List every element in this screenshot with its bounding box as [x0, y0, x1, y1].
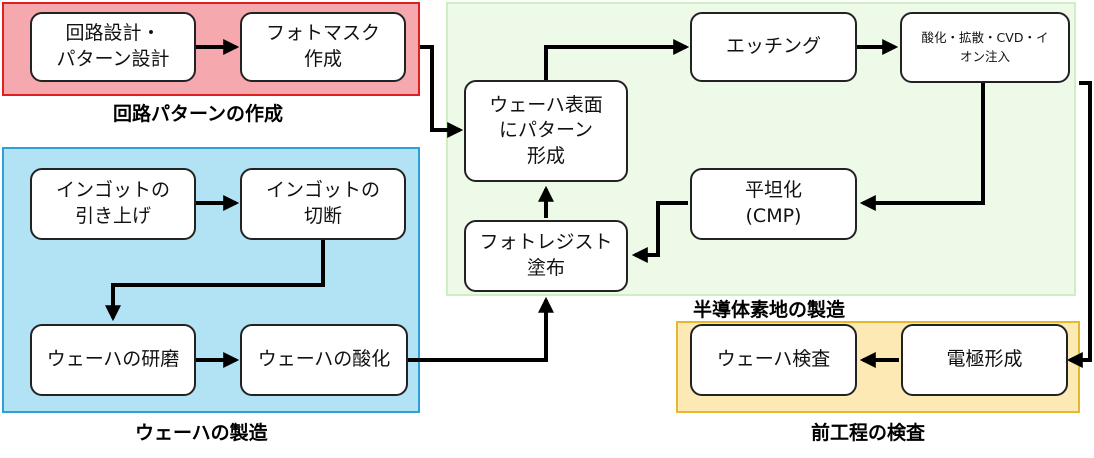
photoresist-box: フォトレジスト 塗布	[464, 220, 628, 292]
ingot-cut-label: インゴットの 切断	[265, 179, 380, 227]
wafer-inspection-label: ウェーハ検査	[716, 348, 831, 371]
ingot-pull-label: インゴットの 引き上げ	[55, 179, 170, 227]
photomask-box: フォトマスク 作成	[240, 12, 406, 82]
wafer-oxide-box: ウェーハの酸化	[240, 324, 408, 396]
arrow-oxide-to-photoresist	[408, 296, 554, 362]
pattern-forming-label: ウェーハ表面 にパターン 形成	[489, 93, 603, 167]
photomask-label: フォトマスク 作成	[265, 22, 380, 70]
arrow-photomask-to-pattern	[420, 45, 464, 138]
arrow-ingot-cut-to-polish	[105, 240, 325, 322]
substrate-manufacturing-title: 半導体素地の製造	[693, 299, 846, 321]
cmp-box: 平坦化 (CMP)	[690, 168, 857, 240]
arrow-cmp-to-photoresist	[631, 201, 688, 263]
arrow-pattern-to-etching	[544, 39, 690, 80]
arrow-oxidation-to-cmp	[859, 83, 985, 211]
arrow-substrate-to-electrode	[1066, 81, 1092, 368]
wafer-manufacturing-title: ウェーハの製造	[135, 422, 268, 444]
wafer-inspection-box: ウェーハ検査	[690, 324, 857, 396]
pattern-forming-box: ウェーハ表面 にパターン 形成	[464, 80, 628, 182]
ingot-cut-box: インゴットの 切断	[240, 168, 406, 240]
circuit-design-label: 回路設計・ パターン設計	[56, 22, 170, 70]
cmp-label: 平坦化 (CMP)	[744, 179, 802, 227]
oxidation-diffusion-label: 酸化・拡散・CVD・イ オン注入	[921, 29, 1049, 64]
photoresist-label: フォトレジスト 塗布	[479, 231, 613, 279]
ingot-pull-box: インゴットの 引き上げ	[30, 168, 196, 240]
electrode-forming-label: 電極形成	[946, 348, 1023, 371]
circuit-design-box: 回路設計・ パターン設計	[30, 12, 196, 82]
wafer-polish-label: ウェーハの研磨	[46, 348, 180, 371]
etching-box: エッチング	[690, 12, 857, 82]
etching-label: エッチング	[725, 35, 821, 58]
electrode-forming-box: 電極形成	[901, 324, 1068, 396]
wafer-polish-box: ウェーハの研磨	[30, 324, 196, 396]
oxidation-diffusion-box: 酸化・拡散・CVD・イ オン注入	[900, 12, 1070, 83]
circuit-pattern-title: 回路パターンの作成	[113, 103, 284, 125]
inspection-title: 前工程の検査	[811, 422, 926, 444]
wafer-oxide-label: ウェーハの酸化	[257, 348, 391, 371]
